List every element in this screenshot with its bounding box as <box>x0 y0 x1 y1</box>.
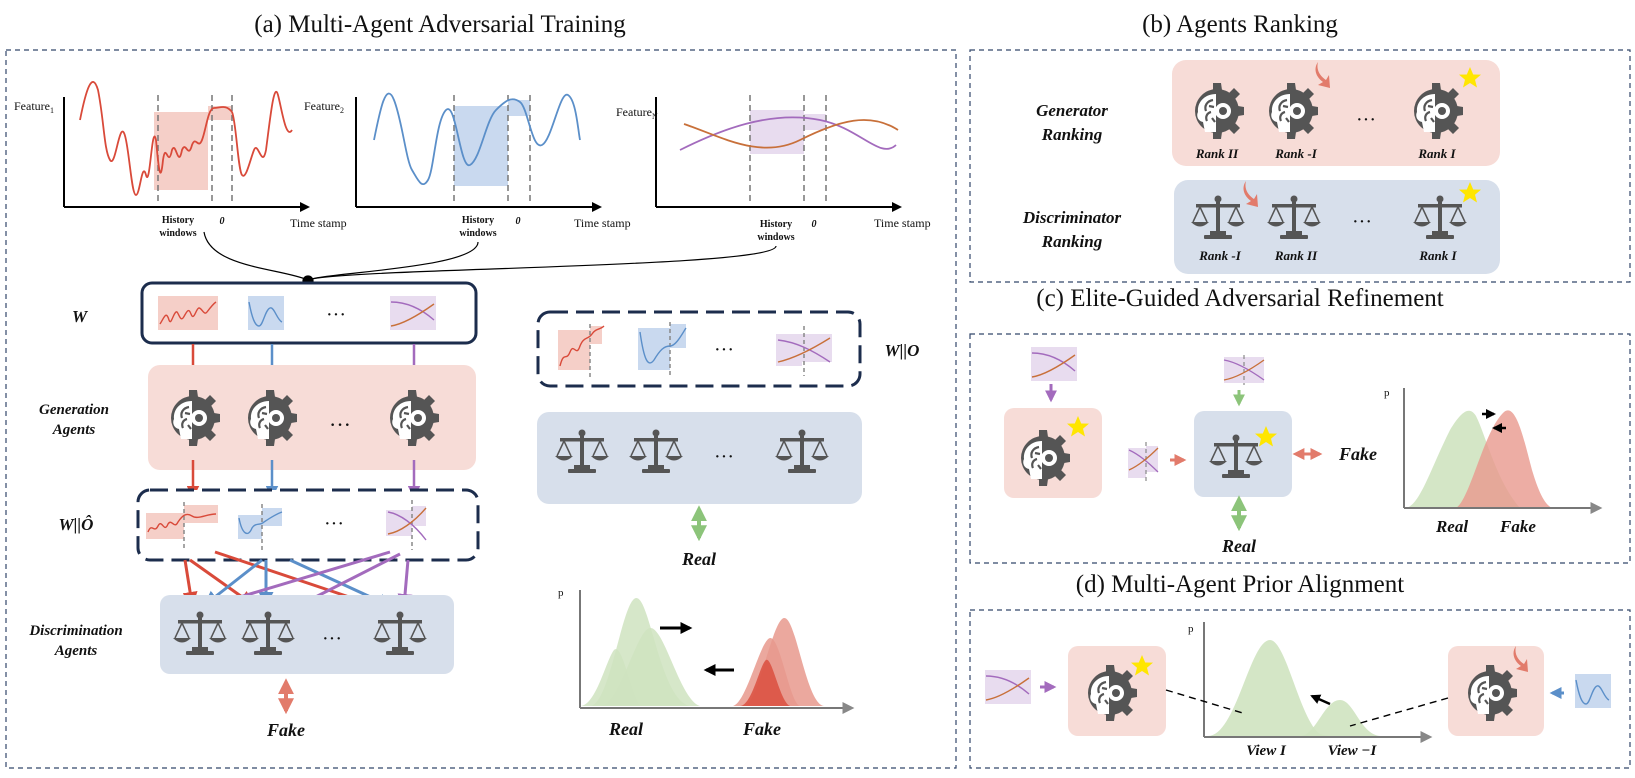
c-p-axis: p <box>1384 387 1390 399</box>
gen-rank-label-1: Rank II <box>1195 146 1239 161</box>
history-windows-label-3-l1: History <box>760 219 792 230</box>
generator-ranking-label-l1: Generator <box>1036 101 1108 120</box>
d-p-axis: p <box>1188 623 1194 635</box>
real-label-a: Real <box>681 549 716 569</box>
disc-ellipsis: ··· <box>322 628 342 650</box>
d-right-window-thumb <box>1574 673 1612 709</box>
c-fake-label: Fake <box>1338 444 1377 464</box>
zero-mark-1: 0 <box>220 216 225 227</box>
gen-rank-label-2: Rank -I <box>1274 146 1317 161</box>
generation-agents-box: ··· <box>148 365 476 470</box>
c-elite-discriminator-box <box>1194 411 1292 497</box>
w-ohat-label: W||Ô <box>59 515 94 534</box>
panel-b-title: (b) Agents Ranking <box>1142 11 1338 38</box>
panel-a-frame <box>5 49 957 769</box>
panel-d-frame <box>969 609 1631 769</box>
feature-1-label: Feature1 <box>14 99 54 115</box>
history-windows-label-1-l1: History <box>162 215 194 226</box>
generation-agents-label-l2: Agents <box>52 422 96 438</box>
c-dist-real-label: Real <box>1435 517 1468 536</box>
time-stamp-label-2: Time stamp <box>574 216 631 230</box>
dist-fake-label-a: Fake <box>742 719 781 739</box>
gen-rank-label-3: Rank I <box>1417 146 1456 161</box>
w-ohat-ellipsis: ··· <box>324 513 344 535</box>
panel-c-title: (c) Elite-Guided Adversarial Refinement <box>1036 285 1444 312</box>
w-window-box: ··· <box>140 281 478 345</box>
discrimination-agents-box: ··· <box>160 595 454 674</box>
generator-ranking-label-l2: Ranking <box>1041 125 1103 144</box>
generation-agents-label-l1: Generation <box>39 402 109 418</box>
fake-label-a: Fake <box>266 720 305 740</box>
panel-c-content: Fake Real p Real Fake <box>1004 346 1603 556</box>
time-stamp-label-1: Time stamp <box>290 216 347 230</box>
feature-chart-1: Feature1 Time stamp History windows 0 <box>14 81 347 239</box>
w-o-label: W||O <box>885 341 920 360</box>
discriminator-ranking-label-l2: Ranking <box>1041 232 1103 251</box>
c-input-window-thumb <box>1030 346 1078 382</box>
disc-rank-label-2: Rank II <box>1274 248 1318 263</box>
discriminator-ranking-box: ··· Rank -I Rank II Rank I <box>1174 180 1500 274</box>
disc-rank-label-1: Rank -I <box>1198 248 1241 263</box>
real-disc-ellipsis: ··· <box>714 446 734 468</box>
window-merge-lines <box>203 231 777 287</box>
w-ohat-box: ··· <box>136 488 480 562</box>
d-view-1-label: View I <box>1246 743 1287 759</box>
panel-d-content: p View I View −I <box>984 622 1612 759</box>
distribution-chart-a: p Real Fake <box>558 587 855 739</box>
feature-N-label: FeatureN <box>616 105 658 121</box>
panel-b-frame <box>969 49 1631 283</box>
w-ellipsis: ··· <box>326 304 346 326</box>
w-o-box: ··· <box>536 310 862 388</box>
discrimination-agents-label-l2: Agents <box>54 643 98 659</box>
time-stamp-label-3: Time stamp <box>874 216 931 230</box>
history-windows-label-2-l1: History <box>462 215 494 226</box>
d-left-window-thumb <box>984 669 1032 705</box>
svg-text:···: ··· <box>1356 109 1376 131</box>
dist-real-label-a: Real <box>608 719 643 739</box>
feature-chart-N: FeatureN Time stamp History windows 0 <box>616 95 931 243</box>
c-real-label: Real <box>1221 536 1256 556</box>
feature-chart-2: Feature2 Time stamp History windows 0 <box>304 92 631 239</box>
generator-ranking-box: ··· Rank II Rank -I Rank I <box>1172 60 1500 166</box>
w-label: W <box>72 307 89 326</box>
history-windows-label-3-l2: windows <box>757 232 794 243</box>
zero-mark-3: 0 <box>812 219 817 230</box>
discrimination-agents-label-l1: Discrimination <box>28 623 122 639</box>
d-view-neg1-label: View −I <box>1328 743 1378 759</box>
history-windows-label-2-l2: windows <box>459 228 496 239</box>
svg-text:···: ··· <box>1352 211 1372 233</box>
panel-a-title: (a) Multi-Agent Adversarial Training <box>254 11 626 38</box>
panel-c-frame <box>969 333 1631 564</box>
discriminator-ranking-label-l1: Discriminator <box>1022 208 1122 227</box>
feature-2-label: Feature2 <box>304 99 344 115</box>
p-axis-a: p <box>558 587 564 599</box>
w-o-ellipsis: ··· <box>714 339 734 361</box>
disc-rank-label-3: Rank I <box>1418 248 1457 263</box>
panel-d-title: (d) Multi-Agent Prior Alignment <box>1076 571 1404 598</box>
history-windows-label-1-l2: windows <box>159 228 196 239</box>
c-dist-fake-label: Fake <box>1499 517 1536 536</box>
gen-ellipsis: ··· <box>329 412 351 437</box>
real-discriminator-box: ··· <box>537 412 862 504</box>
zero-mark-2: 0 <box>516 216 521 227</box>
